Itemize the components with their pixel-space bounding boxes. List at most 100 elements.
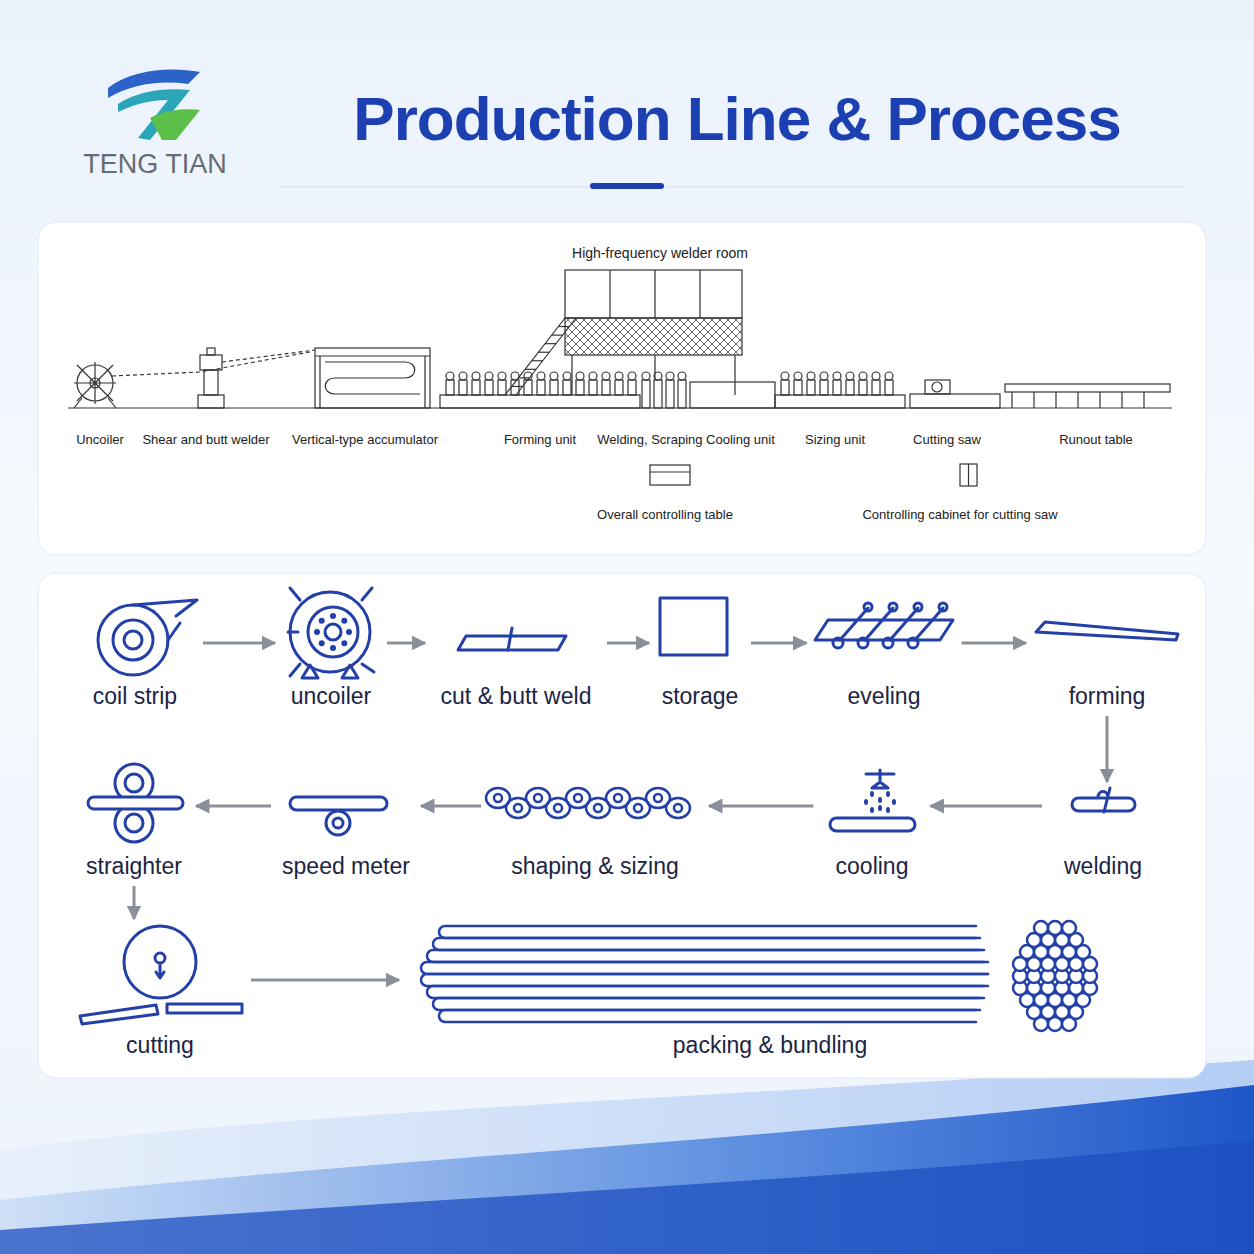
header-accent xyxy=(590,183,664,189)
part-label: Overall controlling table xyxy=(597,507,733,523)
production-line-drawing xyxy=(68,270,1172,486)
illustration-stroke xyxy=(459,380,467,395)
illustration-stroke xyxy=(290,797,387,810)
illustration-stroke xyxy=(532,360,543,361)
process-step: straighter xyxy=(78,760,190,883)
uncoiler-icon xyxy=(288,588,374,678)
illustration-stroke xyxy=(314,613,352,651)
illustration-stroke xyxy=(878,805,882,811)
illustration-stroke xyxy=(654,794,662,802)
illustration-stroke xyxy=(421,974,988,986)
illustration-stroke xyxy=(545,343,556,344)
illustration-stroke xyxy=(326,811,350,835)
process-step: cut & butt weld xyxy=(431,620,601,713)
illustration-stroke xyxy=(167,1004,242,1013)
illustration-stroke xyxy=(150,109,200,140)
part-label: High-frequency welder room xyxy=(572,245,748,262)
illustration-stroke xyxy=(124,631,142,649)
process-step: welding xyxy=(1048,785,1158,883)
illustration-stroke xyxy=(602,380,610,395)
illustration-stroke xyxy=(960,464,977,486)
pipe-bundle-icon xyxy=(421,921,1097,1031)
illustration-stroke xyxy=(628,372,636,380)
illustration-stroke xyxy=(514,804,522,812)
illustration-stroke xyxy=(833,372,841,380)
illustration-stroke xyxy=(654,380,662,408)
step-caption: cooling xyxy=(836,853,909,883)
process-step: cutting xyxy=(75,922,245,1062)
illustration-stroke xyxy=(642,372,650,380)
illustration-stroke xyxy=(864,799,868,805)
illustration-stroke xyxy=(315,355,430,356)
illustration-stroke xyxy=(472,380,480,395)
illustration-stroke xyxy=(0,1060,1254,1254)
illustration-stroke xyxy=(512,386,523,387)
part-label: Vertical-type accumulator xyxy=(292,432,438,448)
illustration-stroke xyxy=(518,377,529,378)
illustration-stroke xyxy=(883,638,893,648)
illustration-stroke xyxy=(325,624,341,640)
illustration-stroke xyxy=(314,629,320,635)
illustration-stroke xyxy=(833,603,947,648)
illustration-stroke xyxy=(512,327,570,387)
process-step: forming xyxy=(1032,615,1182,713)
step-caption: cutting xyxy=(126,1032,194,1062)
illustration-stroke xyxy=(650,471,690,472)
illustration-stroke xyxy=(589,380,597,395)
illustration-stroke xyxy=(610,270,700,318)
step-caption: speed meter xyxy=(282,853,410,883)
illustration-stroke xyxy=(74,398,116,408)
illustration-stroke xyxy=(830,818,915,831)
illustration-stroke xyxy=(485,372,493,380)
illustration-stroke xyxy=(650,465,690,485)
illustration-stroke xyxy=(133,600,197,640)
illustration-stroke xyxy=(968,464,969,486)
part-label: Uncoiler xyxy=(76,432,124,448)
illustration-stroke xyxy=(858,638,868,648)
leveling-icon xyxy=(815,603,953,648)
illustration-stroke xyxy=(538,352,549,353)
illustration-stroke xyxy=(341,640,347,646)
illustration-stroke xyxy=(446,372,454,380)
illustration-stroke xyxy=(615,380,623,395)
illustration-stroke xyxy=(290,592,370,672)
part-label: Runout table xyxy=(1059,432,1133,448)
illustration-stroke xyxy=(565,270,742,318)
illustration-stroke xyxy=(563,380,571,395)
step-caption: forming xyxy=(1069,683,1146,713)
illustration-stroke xyxy=(574,794,582,802)
part-label: Cutting saw xyxy=(913,432,981,448)
step-caption: storage xyxy=(662,683,739,713)
storage-icon xyxy=(660,598,727,655)
illustration-stroke xyxy=(820,372,828,380)
illustration-stroke xyxy=(872,380,880,395)
illustration-stroke xyxy=(341,618,347,624)
flow-arrow xyxy=(196,805,271,808)
illustration-stroke xyxy=(498,372,506,380)
illustration-stroke xyxy=(552,335,563,336)
illustration-stroke xyxy=(1012,392,1144,408)
part-label: Welding, Scraping Cooling unit xyxy=(597,432,775,448)
illustration-stroke xyxy=(781,372,893,395)
process-step: storage xyxy=(655,595,745,713)
illustration-stroke xyxy=(330,645,336,651)
illustration-stroke xyxy=(915,608,943,640)
step-caption: straighter xyxy=(86,853,182,883)
illustration-stroke xyxy=(458,636,566,650)
illustration-stroke xyxy=(155,953,165,963)
illustration-stroke xyxy=(678,372,686,380)
flow-arrow xyxy=(751,642,807,645)
illustration-stroke xyxy=(615,372,623,380)
panel xyxy=(38,573,1206,1078)
illustration-stroke xyxy=(925,380,950,394)
illustration-stroke xyxy=(315,348,430,408)
illustration-stroke xyxy=(576,372,584,380)
illustration-stroke xyxy=(642,372,686,408)
illustration-stroke xyxy=(427,986,984,998)
illustration-stroke xyxy=(1033,392,1034,408)
illustration-stroke xyxy=(576,380,584,395)
illustration-stroke xyxy=(1121,392,1122,408)
flow-arrow xyxy=(962,642,1027,645)
illustration-stroke xyxy=(889,603,897,611)
